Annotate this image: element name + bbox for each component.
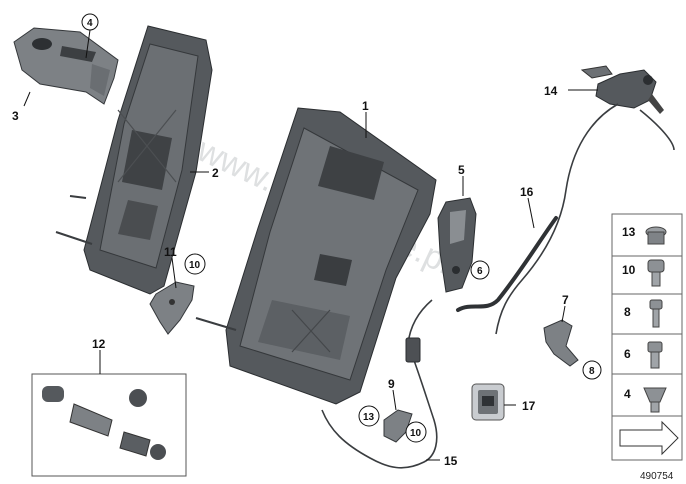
callout-9: 9 (388, 377, 395, 391)
hw-8-bolt[interactable] (649, 299, 663, 328)
callout-3: 3 (12, 109, 19, 123)
legend-6: 6 (624, 347, 631, 361)
callout-11: 11 (164, 245, 177, 259)
callout-5: 5 (458, 163, 465, 177)
callout-7: 7 (562, 293, 569, 307)
callout-4: 4 (87, 18, 93, 29)
part-7-bracket[interactable] (543, 319, 579, 367)
part-2-backrest-frame[interactable] (55, 25, 213, 295)
legend-13: 13 (622, 225, 636, 239)
part-11-bracket[interactable] (149, 281, 195, 335)
catalog-number: 490754 (640, 471, 674, 482)
callout-6: 6 (477, 266, 483, 277)
callout-10a: 10 (189, 260, 201, 271)
hardware-legend-labels: 13 10 8 6 4 (622, 225, 636, 401)
part-14-release-handle[interactable] (580, 65, 664, 114)
legend-10: 10 (622, 263, 636, 277)
legend-8: 8 (624, 305, 631, 319)
callout-14: 14 (544, 84, 558, 98)
part-12-kit-box[interactable] (31, 373, 187, 477)
callout-8: 8 (589, 366, 595, 377)
part-5-lock-module[interactable] (437, 197, 477, 293)
part-17-switch[interactable] (471, 383, 505, 421)
arrow-icon (619, 420, 679, 456)
callout-16: 16 (520, 185, 534, 199)
hw-4-clip[interactable] (643, 387, 667, 413)
callout-2: 2 (212, 166, 219, 180)
leader-lines (23, 29, 598, 461)
circled-callouts: 4 6 8 10 10 13 (81, 13, 602, 443)
part-3-cover[interactable] (13, 27, 119, 105)
hardware-legend-panel (611, 213, 683, 461)
part-1-backrest-frame[interactable] (195, 107, 437, 405)
part-15-cable[interactable] (321, 337, 438, 469)
legend-4: 4 (624, 387, 631, 401)
hw-6-bolt[interactable] (647, 341, 663, 369)
hw-10-bolt[interactable] (647, 259, 665, 287)
callout-10b: 10 (410, 428, 422, 439)
callout-labels: 1 2 3 5 7 9 11 12 14 15 16 17 (12, 84, 569, 468)
callout-17: 17 (522, 399, 536, 413)
callout-1: 1 (362, 99, 369, 113)
hw-13-grommet[interactable] (645, 226, 667, 245)
callout-15: 15 (444, 454, 458, 468)
callout-13: 13 (363, 412, 375, 423)
callout-12: 12 (92, 337, 106, 351)
